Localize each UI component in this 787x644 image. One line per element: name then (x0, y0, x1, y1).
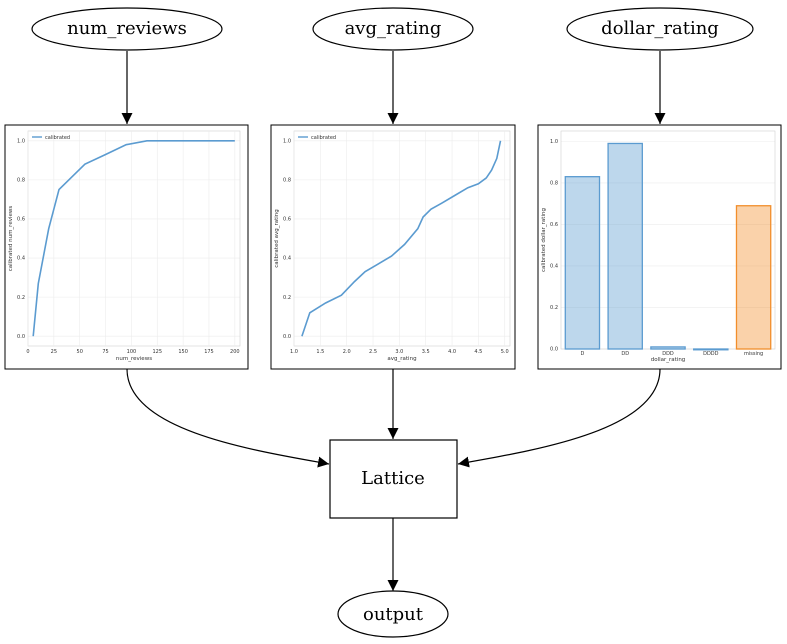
plot-node-dollar-rating (537, 124, 782, 370)
x-tick-label: 4.5 (474, 349, 482, 355)
calibration-chart-num-reviews: 0.0 0.2 0.4 0.6 0.8 1.0 0 25 50 75 100 125 150 175 200… (8, 130, 241, 362)
x-tick-label: D (580, 351, 584, 357)
x-tick-label: 200 (230, 349, 240, 355)
y-tick-label: 0.0 (550, 347, 558, 353)
bar-dddd (693, 348, 729, 351)
node-output-label: output (363, 604, 424, 625)
x-axis-label: num_reviews (116, 356, 152, 362)
y-tick-label: 1.0 (17, 138, 25, 144)
bar-missing (735, 205, 772, 350)
x-tick-label: 3.5 (422, 349, 430, 355)
x-tick-label: 3.0 (395, 349, 403, 355)
y-tick-label: 0.2 (17, 295, 25, 301)
x-tick-label: 1.0 (290, 349, 298, 355)
x-tick-label: 50 (77, 349, 83, 355)
y-tick-label: 0.8 (550, 181, 558, 187)
edge-dollar-rating-plot-to-lattice (457, 368, 661, 468)
x-axis-label: dollar_rating (651, 357, 686, 363)
x-tick-label: 1.5 (316, 349, 324, 355)
x-tick-label: 2.5 (369, 349, 377, 355)
y-tick-label: 0.4 (550, 264, 558, 270)
y-tick-label: 0.2 (283, 295, 291, 301)
y-tick-label: 1.0 (550, 139, 558, 145)
bar-dd (607, 142, 643, 350)
node-dollar-rating-label: dollar_rating (601, 18, 719, 39)
y-axis-label: calibrated num_reviews (8, 206, 14, 272)
x-tick-label: DD (621, 351, 629, 357)
x-tick-label: 25 (51, 349, 57, 355)
legend-label: calibrated (45, 135, 70, 141)
y-tick-label: 0.0 (283, 334, 291, 340)
series-line-calibrated (32, 140, 235, 337)
y-tick-label: 0.6 (550, 222, 558, 228)
y-tick-label: 0.6 (17, 217, 25, 223)
y-axis-label: calibrated dollar_rating (541, 208, 547, 272)
x-axis-label: avg_rating (387, 356, 416, 362)
bar-ddd (650, 346, 686, 350)
calibration-chart-avg-rating: 0.0 0.2 0.4 0.6 0.8 1.0 1.0 1.5 2.0 2.5 3.0 3.5 4.0 4… (274, 130, 511, 362)
bar-d (564, 176, 601, 350)
y-axis-label: calibrated avg_rating (274, 209, 280, 268)
x-tick-label: 175 (204, 349, 214, 355)
legend-label: calibrated (311, 135, 336, 141)
node-avg-rating: avg_rating (312, 7, 474, 51)
plot-node-num-reviews (4, 124, 249, 370)
x-tick-label: 5.0 (501, 349, 509, 355)
y-tick-label: 0.2 (550, 305, 558, 311)
node-lattice: Lattice (329, 439, 458, 519)
y-tick-label: 0.0 (17, 334, 25, 340)
x-tick-label: 125 (152, 349, 162, 355)
node-avg-rating-label: avg_rating (345, 18, 442, 39)
x-tick-label: 150 (178, 349, 188, 355)
x-tick-label: 4.0 (448, 349, 456, 355)
node-num-reviews: num_reviews (31, 7, 223, 51)
x-tick-label: 75 (102, 349, 108, 355)
y-tick-label: 1.0 (283, 138, 291, 144)
x-tick-label: 0 (26, 349, 29, 355)
y-tick-label: 0.8 (283, 178, 291, 184)
x-tick-label: 2.0 (343, 349, 351, 355)
node-output: output (337, 590, 449, 638)
edge-num-reviews-plot-to-lattice (126, 368, 330, 468)
y-tick-label: 0.8 (17, 178, 25, 184)
y-tick-label: 0.6 (283, 217, 291, 223)
x-tick-label: 100 (127, 349, 137, 355)
x-tick-label: DDD (662, 351, 674, 357)
series-line-calibrated (301, 140, 502, 337)
y-tick-label: 0.4 (283, 256, 291, 262)
node-dollar-rating: dollar_rating (566, 7, 754, 51)
x-tick-label: DDDD (703, 351, 719, 357)
node-lattice-label: Lattice (361, 468, 425, 489)
y-tick-label: 0.4 (17, 256, 25, 262)
x-tick-label: missing (744, 351, 763, 357)
node-num-reviews-label: num_reviews (67, 18, 187, 39)
